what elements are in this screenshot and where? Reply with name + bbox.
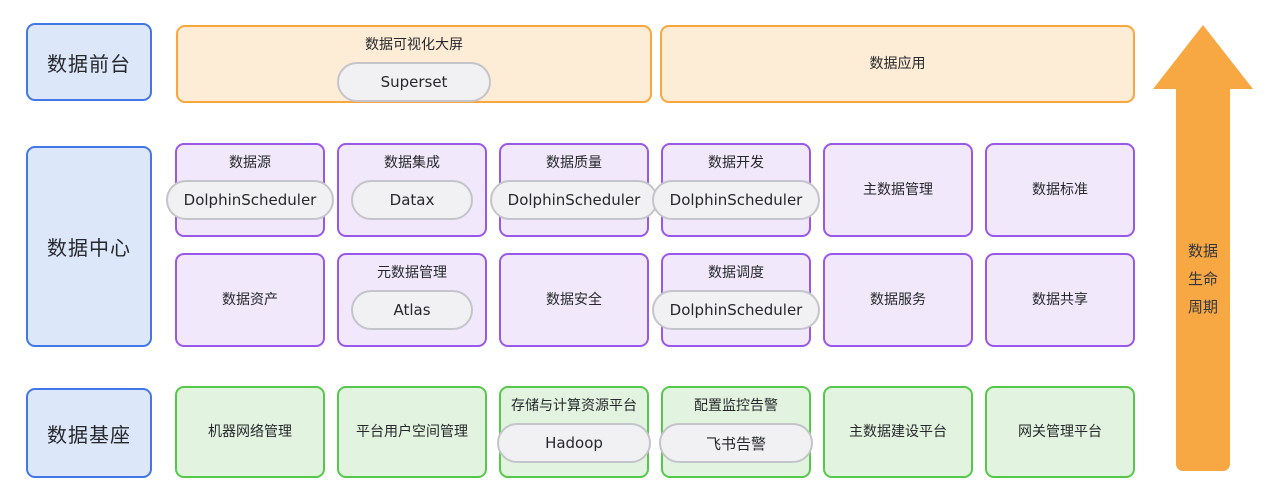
layer-label-text: 数据前台 xyxy=(47,51,131,76)
node-data-integration: 数据集成 Datax xyxy=(337,143,487,237)
pill-label: DolphinScheduler xyxy=(669,301,803,319)
node-data-security: 数据安全 xyxy=(499,253,649,347)
node-config-monitoring-alerting: 配置监控告警 飞书告警 xyxy=(659,386,813,478)
node-title: 数据资产 xyxy=(222,292,278,308)
layer-label-data-center: 数据中心 xyxy=(26,146,152,347)
pill-datax: Datax xyxy=(351,180,473,220)
node-title: 数据集成 xyxy=(384,155,440,171)
node-title: 机器网络管理 xyxy=(208,424,292,440)
pill-hadoop: Hadoop xyxy=(497,423,651,463)
node-master-data-management: 主数据管理 xyxy=(823,143,973,237)
lifecycle-arrow-label: 数据 生命 周期 xyxy=(1176,237,1230,321)
node-data-source: 数据源 DolphinScheduler xyxy=(165,143,335,237)
node-data-scheduling: 数据调度 DolphinScheduler xyxy=(651,253,821,347)
pill-label: 飞书告警 xyxy=(705,434,766,453)
node-data-standards: 数据标准 xyxy=(985,143,1135,237)
pill-label: Superset xyxy=(380,73,448,91)
node-data-sharing: 数据共享 xyxy=(985,253,1135,347)
node-title: 存储与计算资源平台 xyxy=(511,398,637,414)
node-platform-user-space-management: 平台用户空间管理 xyxy=(337,386,487,478)
node-title: 数据共享 xyxy=(1032,292,1088,308)
node-title: 数据源 xyxy=(229,155,271,171)
node-title: 数据安全 xyxy=(546,292,602,308)
node-title: 元数据管理 xyxy=(377,265,447,281)
lifecycle-arrow-label-line: 数据 xyxy=(1187,242,1218,260)
node-title: 主数据管理 xyxy=(863,182,933,198)
layer-label-data-base: 数据基座 xyxy=(26,388,152,478)
node-title: 数据服务 xyxy=(870,292,926,308)
pill-label: DolphinScheduler xyxy=(669,191,803,209)
pill-dolphinscheduler: DolphinScheduler xyxy=(651,180,821,220)
node-title: 数据质量 xyxy=(546,155,602,171)
pill-dolphinscheduler: DolphinScheduler xyxy=(165,180,335,220)
node-title: 数据应用 xyxy=(869,56,926,72)
lifecycle-arrow-label-line: 周期 xyxy=(1187,298,1218,316)
lifecycle-arrow-shaft xyxy=(1176,87,1230,471)
node-data-quality: 数据质量 DolphinScheduler xyxy=(489,143,659,237)
layer-label-text: 数据中心 xyxy=(47,236,131,260)
pill-label: Datax xyxy=(389,191,435,209)
pill-superset: Superset xyxy=(337,62,491,102)
layer-label-text: 数据基座 xyxy=(47,422,131,447)
pill-label: DolphinScheduler xyxy=(183,191,317,209)
node-data-application: 数据应用 xyxy=(660,25,1135,103)
node-title: 数据标准 xyxy=(1032,182,1088,198)
node-title: 配置监控告警 xyxy=(694,398,778,414)
node-storage-compute-resource-platform: 存储与计算资源平台 Hadoop xyxy=(497,386,651,478)
pill-dolphinscheduler: DolphinScheduler xyxy=(489,180,659,220)
pill-label: Hadoop xyxy=(545,434,603,452)
layer-label-data-front: 数据前台 xyxy=(26,23,152,101)
pill-label: Atlas xyxy=(393,301,431,319)
node-gateway-management-platform: 网关管理平台 xyxy=(985,386,1135,478)
node-data-services: 数据服务 xyxy=(823,253,973,347)
node-machine-network-management: 机器网络管理 xyxy=(175,386,325,478)
node-data-assets: 数据资产 xyxy=(175,253,325,347)
node-title: 数据开发 xyxy=(708,155,764,171)
lifecycle-arrow-label-line: 生命 xyxy=(1187,270,1218,288)
node-title: 数据调度 xyxy=(708,265,764,281)
node-title: 主数据建设平台 xyxy=(849,424,947,440)
lifecycle-arrow-head-icon xyxy=(1153,25,1253,89)
node-title: 数据可视化大屏 xyxy=(365,37,463,53)
node-title: 平台用户空间管理 xyxy=(356,424,468,440)
node-data-visualization-screen: 数据可视化大屏 Superset xyxy=(176,25,652,103)
pill-label: DolphinScheduler xyxy=(507,191,641,209)
node-master-data-construction-platform: 主数据建设平台 xyxy=(823,386,973,478)
pill-feishu-alert: 飞书告警 xyxy=(659,423,813,463)
node-data-development: 数据开发 DolphinScheduler xyxy=(651,143,821,237)
node-title: 网关管理平台 xyxy=(1018,424,1102,440)
node-metadata-management: 元数据管理 Atlas xyxy=(337,253,487,347)
pill-atlas: Atlas xyxy=(351,290,473,330)
pill-dolphinscheduler: DolphinScheduler xyxy=(651,290,821,330)
